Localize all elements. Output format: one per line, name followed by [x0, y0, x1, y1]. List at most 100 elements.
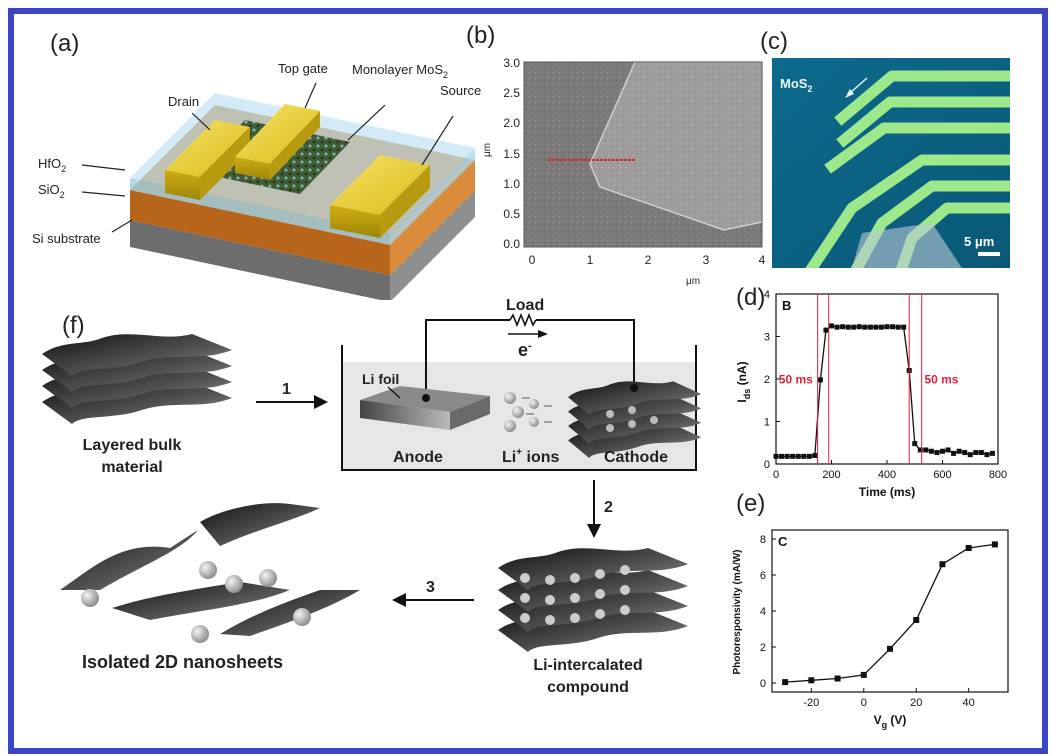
- data-point: [991, 541, 998, 548]
- data-point: [967, 452, 973, 458]
- data-point: [829, 323, 834, 329]
- device-label-top-gate: Top gate: [278, 61, 328, 76]
- x-tick-label: 0: [861, 697, 867, 709]
- data-point: [901, 324, 907, 330]
- data-point: [817, 377, 823, 383]
- isolated-label: Isolated 2D nanosheets: [82, 652, 283, 672]
- afm-x-tick: 1: [587, 253, 594, 267]
- annotation-label: 50 ms: [924, 372, 958, 386]
- data-point: [984, 452, 990, 458]
- afm-y-axis: 3.0 2.5 2.0 1.5 1.0 0.5 0.0: [503, 56, 520, 251]
- afm-y-tick: 3.0: [503, 56, 520, 70]
- panel-tag: C: [778, 534, 788, 549]
- data-point: [912, 441, 918, 447]
- y-tick-label: 0: [764, 459, 770, 471]
- li-foil-label: Li foil: [362, 371, 399, 387]
- intercalated-label-line1: Li-intercalated: [533, 657, 642, 674]
- y-tick-label: 2: [764, 374, 770, 386]
- data-point: [934, 450, 940, 456]
- data-point: [773, 453, 779, 459]
- data-point: [895, 324, 901, 330]
- annotation-label: 50 ms: [779, 372, 813, 386]
- data-point: [973, 450, 979, 456]
- device-label-si-substrate: Si substrate: [32, 231, 101, 246]
- panel-label-a: (a): [50, 30, 80, 57]
- bulk-label-line2: material: [101, 459, 162, 476]
- afm-y-tick: 2.5: [503, 86, 520, 100]
- intercalated-stack: [498, 548, 688, 652]
- afm-y-tick: 0.5: [503, 207, 520, 221]
- x-tick-label: 800: [989, 469, 1007, 481]
- afm-x-tick: 3: [703, 253, 710, 267]
- device-label-source: Source: [440, 83, 481, 98]
- data-point: [795, 453, 801, 459]
- load-label: Load: [506, 297, 544, 314]
- intercalated-label-line2: compound: [547, 679, 629, 696]
- y-tick-label: 0: [760, 678, 766, 690]
- device-label-hfo2: HfO2: [38, 156, 66, 174]
- optical-label-mos2: MoS2: [780, 76, 812, 94]
- data-point: [808, 677, 815, 684]
- data-point: [989, 450, 995, 456]
- data-point: [965, 545, 972, 551]
- data-point: [834, 324, 840, 330]
- y-tick-label: 3: [764, 332, 770, 344]
- data-point: [867, 324, 873, 330]
- data-point: [890, 324, 896, 330]
- step-1-label: 1: [282, 381, 291, 398]
- x-axis-title: Vg (V): [874, 713, 907, 730]
- plot-frame: [771, 529, 1009, 693]
- device-schematic: Drain Top gate Monolayer MoS2 Source HfO…: [32, 61, 481, 300]
- data-point: [887, 645, 893, 652]
- data-point: [801, 453, 807, 459]
- data-point: [945, 447, 951, 453]
- panel-label-e: (e): [736, 490, 766, 517]
- x-axis-title: Time (ms): [859, 485, 915, 499]
- data-point: [873, 324, 879, 330]
- x-tick-label: 40: [963, 697, 975, 709]
- panel-label-f: (f): [62, 312, 85, 339]
- data-point: [782, 679, 789, 686]
- data-point: [917, 447, 923, 453]
- x-tick-label: 20: [910, 697, 922, 709]
- x-tick-label: 0: [773, 469, 779, 481]
- afm-y-unit: μm: [482, 143, 493, 157]
- data-point: [884, 324, 890, 330]
- afm-y-tick: 2.0: [503, 116, 520, 130]
- data-point: [951, 450, 957, 456]
- data-point: [779, 453, 785, 459]
- y-tick-label: 4: [764, 289, 770, 301]
- data-point: [956, 448, 962, 454]
- data-point: [878, 324, 884, 330]
- y-tick-label: 6: [760, 570, 766, 582]
- optical-scale-bar: [978, 252, 1000, 256]
- afm-y-tick: 0.0: [503, 237, 520, 251]
- afm-x-unit: μm: [686, 276, 700, 287]
- data-point: [851, 324, 857, 330]
- data-point: [923, 447, 929, 453]
- data-point: [862, 324, 868, 330]
- data-point: [940, 448, 945, 454]
- isolated-nanosheets: [60, 503, 360, 643]
- panel-tag: B: [782, 298, 791, 313]
- x-tick-label: 600: [933, 469, 951, 481]
- y-axis-title: Photoresponsivity (mA/W): [732, 549, 743, 674]
- afm-y-tick: 1.0: [503, 177, 520, 191]
- cathode-stack: [568, 381, 702, 458]
- afm-x-tick: 4: [759, 253, 766, 267]
- device-label-sio2: SiO2: [38, 182, 65, 200]
- li-ions-cluster: [504, 392, 552, 432]
- electron-label: e-: [518, 340, 532, 360]
- device-label-monolayer: Monolayer MoS2: [352, 62, 448, 80]
- data-point: [928, 448, 934, 454]
- afm-image: 3.0 2.5 2.0 1.5 1.0 0.5 0.0 0 1 2 3 4 μm…: [482, 56, 766, 287]
- y-axis-title: Ids (nA): [735, 361, 752, 402]
- data-point: [812, 453, 818, 458]
- panel-label-b: (b): [466, 22, 496, 49]
- afm-x-tick: 2: [645, 253, 652, 267]
- afm-x-tick: 0: [529, 253, 536, 267]
- exfoliation-diagram: Layered bulk material 1 Load e- Li foil …: [42, 297, 702, 696]
- data-line: [776, 325, 993, 458]
